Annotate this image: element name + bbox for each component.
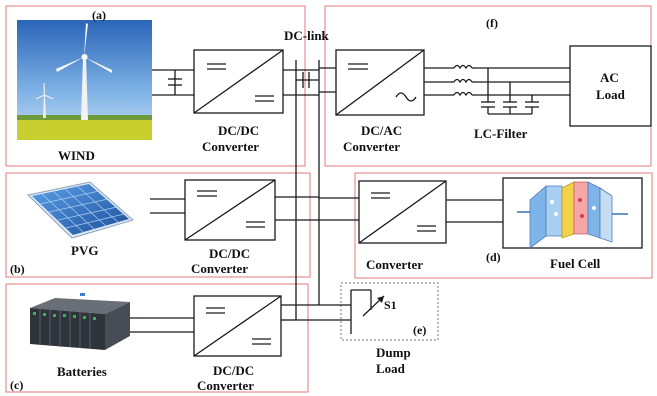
switch-label: S1 <box>384 298 397 312</box>
wind-converter-label-2: Converter <box>202 139 259 154</box>
label-b: (b) <box>10 262 25 276</box>
region-dump-load <box>340 282 439 341</box>
wind-label: WIND <box>58 148 95 163</box>
dcac-converter <box>335 49 425 116</box>
bat-dcdc-converter <box>193 295 282 357</box>
region-wind <box>5 5 306 167</box>
ac-load-label-1: AC <box>600 70 619 85</box>
fuel-cell-image <box>502 177 643 249</box>
label-a: (a) <box>92 8 106 22</box>
region-pv <box>5 172 311 278</box>
bat-converter-label-1: DC/DC <box>213 363 254 378</box>
label-d: (d) <box>486 250 501 264</box>
label-c: (c) <box>10 378 23 392</box>
lc-filter-capacitors <box>481 68 539 115</box>
ac-load-box <box>569 45 652 127</box>
dc-link-label: DC-link <box>284 28 330 43</box>
label-f: (f) <box>486 16 498 30</box>
ac-load-label-2: Load <box>596 87 626 102</box>
dump-load-switch <box>350 289 385 334</box>
pvg-label: PVG <box>71 243 98 258</box>
dump-load-label-1: Dump <box>376 345 411 360</box>
region-fuel-cell <box>354 172 653 279</box>
dcac-label-1: DC/AC <box>361 123 402 138</box>
batteries-image <box>30 293 130 350</box>
pv-converter-label-2: Converter <box>191 261 248 276</box>
fuel-cell-label: Fuel Cell <box>550 256 601 271</box>
wind-dcdc-converter <box>193 49 284 114</box>
bat-converter-label-2: Converter <box>197 378 254 393</box>
dump-load-label-2: Load <box>376 361 406 376</box>
pv-panel-image <box>26 181 135 239</box>
region-batteries <box>5 283 309 393</box>
dcac-label-2: Converter <box>343 139 400 154</box>
wind-turbine-image <box>17 20 152 140</box>
lc-filter-label: LC-Filter <box>474 126 528 141</box>
label-e: (e) <box>413 323 426 337</box>
pv-dcdc-converter <box>184 179 276 241</box>
batteries-label: Batteries <box>57 364 107 379</box>
three-phase-lines <box>424 64 570 97</box>
wind-converter-label-1: DC/DC <box>218 123 259 138</box>
fc-converter-label: Converter <box>366 257 423 272</box>
pv-converter-label-1: DC/DC <box>209 246 250 261</box>
fc-converter <box>358 180 447 244</box>
